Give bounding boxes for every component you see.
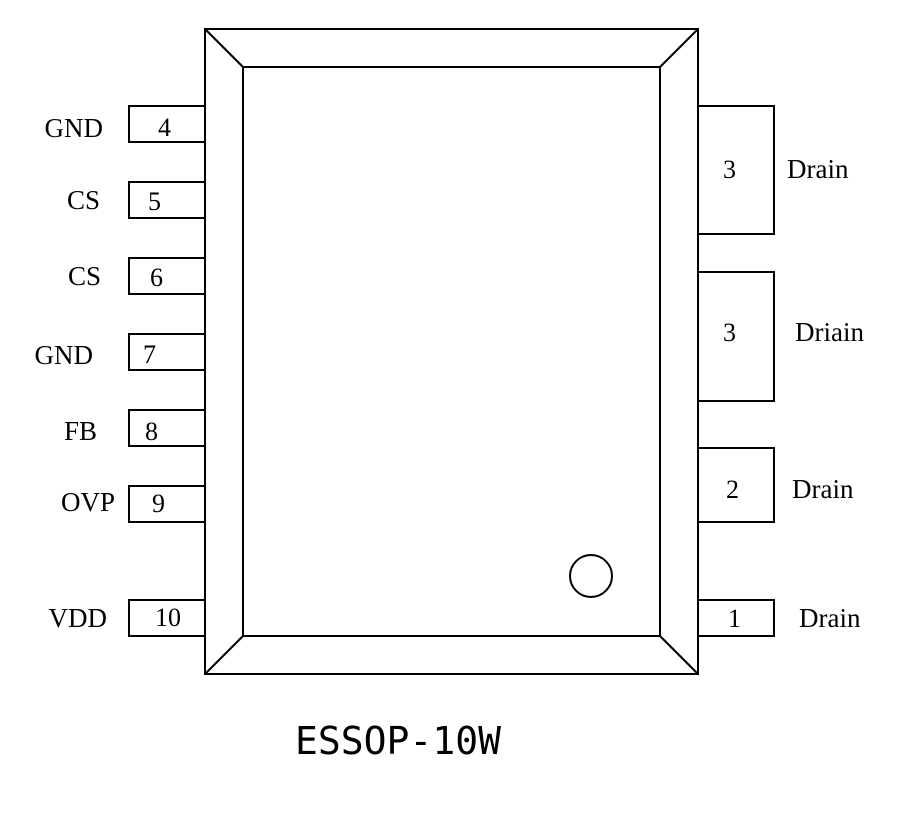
pin-right-2: 2 Drain xyxy=(697,447,854,523)
pin-number: 9 xyxy=(152,489,165,518)
pin-label: CS xyxy=(67,185,100,215)
pin-right-3a: 3 Drain xyxy=(697,105,849,235)
pin-left-8: 8 FB xyxy=(64,409,206,447)
pin-pad xyxy=(697,271,775,402)
pin-left-7: 7 GND xyxy=(35,333,206,371)
pin-pad xyxy=(128,485,206,523)
package-name: ESSOP-10W xyxy=(295,719,501,763)
pin-pad xyxy=(128,257,206,295)
pin-pad xyxy=(697,105,775,235)
pin-label: Drain xyxy=(799,603,861,633)
pin-label: CS xyxy=(68,261,101,291)
chamfer-top-right xyxy=(659,28,699,68)
pin-number: 4 xyxy=(158,113,171,142)
pin-label: OVP xyxy=(61,487,115,517)
pin-pad xyxy=(697,599,775,637)
pin-label: GND xyxy=(35,340,94,370)
pin-pad xyxy=(128,181,206,219)
pin-number: 3 xyxy=(723,155,736,184)
pin-number: 2 xyxy=(726,475,739,504)
pin1-marker xyxy=(569,554,613,598)
pin-number: 7 xyxy=(143,340,156,369)
pin-number: 3 xyxy=(723,318,736,347)
left-pins: 4 GND 5 CS 6 CS 7 GND 8 FB 9 OVP xyxy=(35,105,206,637)
pin-pad xyxy=(128,409,206,447)
pin-label: Driain xyxy=(795,317,864,347)
pin-label: VDD xyxy=(49,603,108,633)
package-outline xyxy=(204,28,699,675)
pin-left-6: 6 CS xyxy=(68,257,206,295)
pin-left-9: 9 OVP xyxy=(61,485,206,523)
pin-pad xyxy=(697,447,775,523)
chamfer-bottom-right xyxy=(659,635,699,675)
pin-label: GND xyxy=(45,113,104,143)
pin-left-10: 10 VDD xyxy=(49,599,206,637)
pin-number: 8 xyxy=(145,417,158,446)
pin-right-1: 1 Drain xyxy=(697,599,861,637)
pin-right-3b: 3 Driain xyxy=(697,271,864,402)
pin-number: 1 xyxy=(728,604,741,633)
pin-pad xyxy=(128,599,206,637)
pin-number: 6 xyxy=(150,263,163,292)
pin-left-5: 5 CS xyxy=(67,181,206,219)
pin-pad xyxy=(128,105,206,143)
pin-left-4: 4 GND xyxy=(45,105,206,143)
chamfer-top-left xyxy=(204,28,244,68)
pin-label: FB xyxy=(64,416,97,446)
pin-pad xyxy=(128,333,206,371)
right-pins: 3 Drain 3 Driain 2 Drain 1 Drain xyxy=(697,105,864,637)
package-body xyxy=(204,28,699,675)
package-inner-outline xyxy=(242,66,661,637)
pin-label: Drain xyxy=(792,474,854,504)
pin-number: 10 xyxy=(155,603,181,632)
pin-label: Drain xyxy=(787,154,849,184)
pin-number: 5 xyxy=(148,187,161,216)
chamfer-bottom-left xyxy=(204,635,244,675)
